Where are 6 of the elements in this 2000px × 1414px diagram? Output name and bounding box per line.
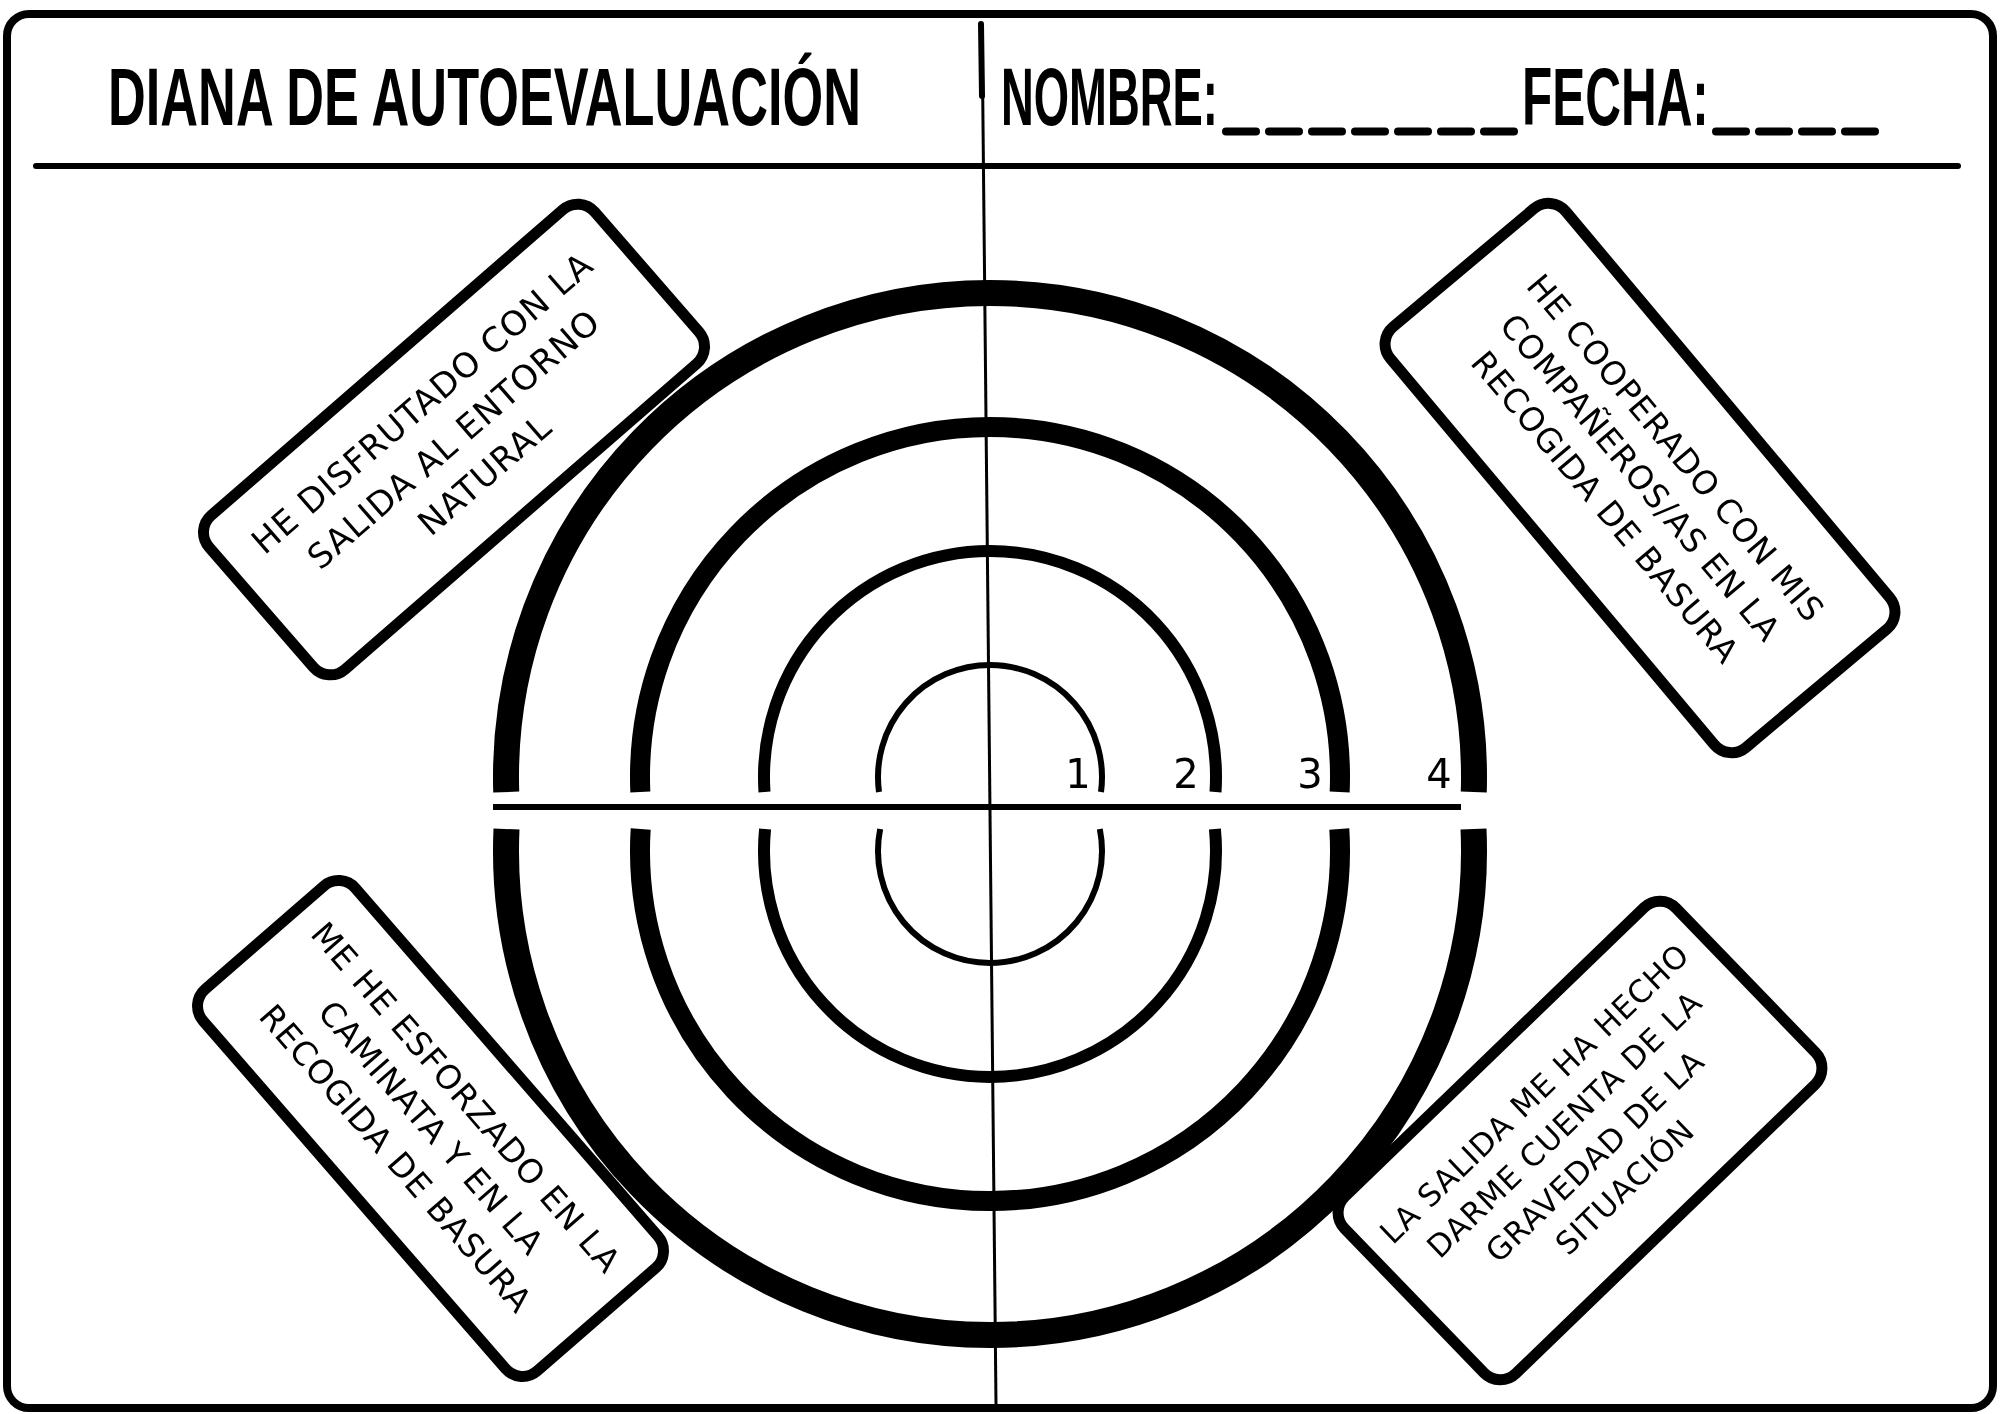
ring-number: 3	[1297, 754, 1323, 794]
field-label: FECHA:	[1522, 56, 1709, 138]
ring-number: 2	[1173, 754, 1199, 794]
ring-number: 1	[1065, 754, 1091, 794]
field-label: NOMBRE:	[1001, 56, 1218, 138]
ring-number: 4	[1426, 754, 1452, 794]
